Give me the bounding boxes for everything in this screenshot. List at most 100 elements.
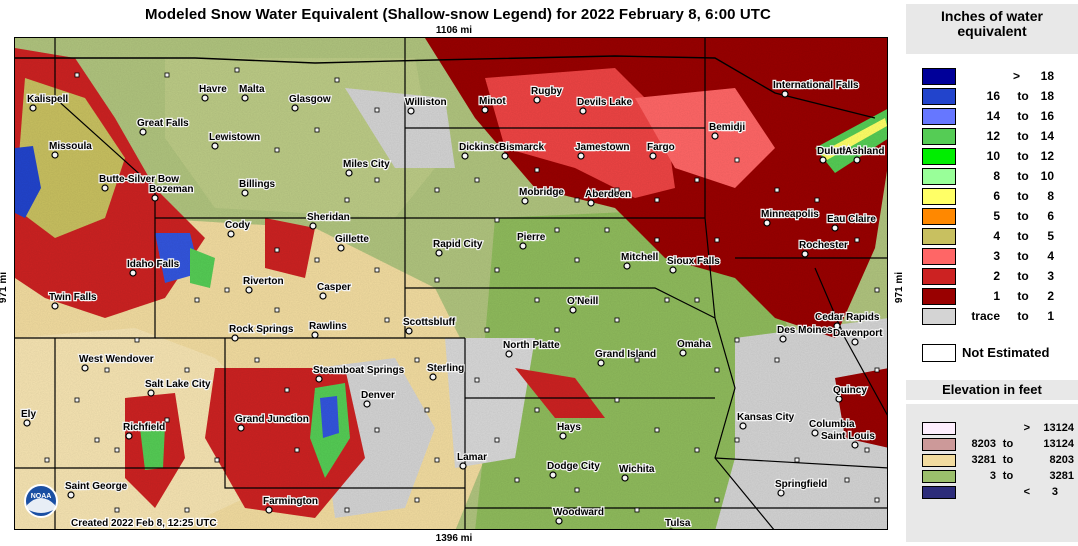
swe-range-label: 4 to 5 xyxy=(962,228,1072,245)
elevation-range-high: 8203 xyxy=(1049,454,1074,466)
swe-range-high: 18 xyxy=(1040,69,1054,83)
swe-range-to: to xyxy=(1017,229,1029,243)
elevation-range-to: to xyxy=(1002,438,1014,450)
swe-range-low: 6 xyxy=(993,189,1000,203)
swe-range-label: 6 to 8 xyxy=(962,188,1072,205)
swe-range-high: 14 xyxy=(1040,129,1054,143)
elevation-range-low: 3281 xyxy=(971,454,996,466)
distance-top-label: 1106 mi xyxy=(435,25,473,36)
swe-range-low: 14 xyxy=(986,109,1000,123)
swe-range-low: 8 xyxy=(993,169,1000,183)
swe-range-low: 2 xyxy=(993,269,1000,283)
swe-swatch xyxy=(922,128,956,145)
swe-range-to: to xyxy=(1017,269,1029,283)
distance-right-label: 971 mi xyxy=(894,271,906,304)
elevation-range-to: to xyxy=(1002,470,1014,482)
elevation-range-label: 3 to 3281 xyxy=(958,470,1076,483)
swe-range-high: 18 xyxy=(1040,89,1054,103)
elevation-swatch xyxy=(922,422,956,435)
swe-range-label: 3 to 4 xyxy=(962,248,1072,265)
elevation-swatch xyxy=(922,438,956,451)
elevation-range-label: 3281 to 8203 xyxy=(958,454,1076,467)
swe-range-high: 4 xyxy=(1047,249,1054,263)
elevation-swatch xyxy=(922,454,956,467)
noaa-logo-text: NOAA xyxy=(31,493,52,500)
swe-range-low: 3 xyxy=(993,249,1000,263)
swe-range-label: 8 to 10 xyxy=(962,168,1072,185)
swe-swatch xyxy=(922,268,956,285)
elevation-range-label: <3 xyxy=(958,486,1076,499)
swe-range-label: 10 to 12 xyxy=(962,148,1072,165)
swe-swatch xyxy=(922,308,956,325)
elevation-range-high: 3281 xyxy=(1049,470,1074,482)
elevation-swatch xyxy=(922,470,956,483)
elevation-range-to: to xyxy=(1002,454,1014,466)
legend-title: Inches of water equivalent xyxy=(906,4,1078,54)
elevation-range-high: 3 xyxy=(1051,486,1058,498)
swe-swatch xyxy=(922,68,956,85)
created-timestamp: Created 2022 Feb 8, 12:25 UTC xyxy=(71,518,217,529)
distance-bottom-label: 1396 mi xyxy=(435,533,473,544)
swe-range-high: 12 xyxy=(1040,149,1054,163)
swe-range-to: to xyxy=(1017,89,1029,103)
swe-range-low: trace xyxy=(971,309,1000,323)
elevation-range-low: 8203 xyxy=(971,438,996,450)
swe-range-low: 1 xyxy=(993,289,1000,303)
noaa-logo: NOAA xyxy=(24,484,58,518)
swe-range-label: 5 to 6 xyxy=(962,208,1072,225)
swe-range-high: 16 xyxy=(1040,109,1054,123)
texture-overlay xyxy=(15,38,887,529)
swe-range-low: 16 xyxy=(986,89,1000,103)
swe-range-label: 12 to 14 xyxy=(962,128,1072,145)
swe-swatch xyxy=(922,248,956,265)
swe-range-to: to xyxy=(1017,309,1029,323)
swe-range-to: to xyxy=(1017,289,1029,303)
elevation-swatch xyxy=(922,486,956,499)
elevation-range-low: 3 xyxy=(989,470,996,482)
swe-range-to: to xyxy=(1017,209,1029,223)
swe-range-to: to xyxy=(1017,149,1029,163)
map-title: Modeled Snow Water Equivalent (Shallow-s… xyxy=(145,6,771,23)
distance-left-label: 971 mi xyxy=(0,271,10,304)
swe-range-label: trace to 1 xyxy=(962,308,1072,325)
swe-range-low: > xyxy=(1012,69,1020,83)
city-marker xyxy=(669,528,673,529)
elevation-range-high: 13124 xyxy=(1043,438,1074,450)
swe-range-low: 4 xyxy=(993,229,1000,243)
swe-swatch xyxy=(922,228,956,245)
swe-range-high: 10 xyxy=(1040,169,1054,183)
swe-swatch xyxy=(922,148,956,165)
elevation-range-low: < xyxy=(1023,486,1030,498)
swe-range-low: 5 xyxy=(993,209,1000,223)
swe-range-high: 1 xyxy=(1047,309,1054,323)
swe-range-high: 8 xyxy=(1047,189,1054,203)
swe-range-high: 5 xyxy=(1047,229,1054,243)
swe-range-to: to xyxy=(1017,169,1029,183)
not-estimated-label: Not Estimated xyxy=(962,345,1050,360)
swe-range-high: 2 xyxy=(1047,289,1054,303)
swe-range-low: 10 xyxy=(986,149,1000,163)
swe-swatch xyxy=(922,108,956,125)
not-estimated-swatch xyxy=(922,344,956,362)
swe-range-label: 1 to 2 xyxy=(962,288,1072,305)
swe-range-to: to xyxy=(1017,189,1029,203)
swe-swatch xyxy=(922,188,956,205)
swe-range-high: 6 xyxy=(1047,209,1054,223)
swe-range-to: to xyxy=(1017,129,1029,143)
swe-range-low: 12 xyxy=(986,129,1000,143)
swe-range-to: to xyxy=(1017,249,1029,263)
elevation-range-high: 13124 xyxy=(1043,422,1074,434)
swe-swatch xyxy=(922,168,956,185)
elevation-legend-title: Elevation in feet xyxy=(906,380,1078,400)
swe-swatch xyxy=(922,208,956,225)
swe-range-label: >18 xyxy=(962,68,1072,85)
legend-title-text: Inches of water equivalent xyxy=(941,8,1043,39)
swe-swatch xyxy=(922,288,956,305)
